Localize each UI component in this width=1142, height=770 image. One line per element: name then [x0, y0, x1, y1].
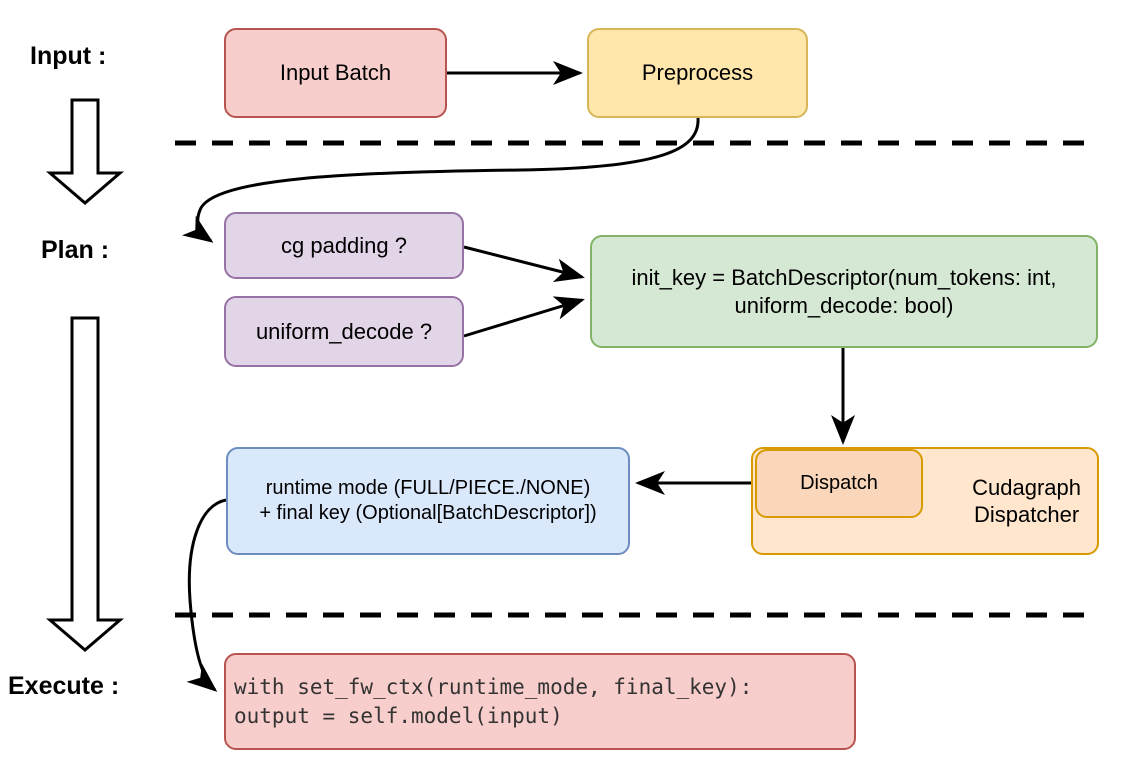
edge-runtime-mode-to-execute-code — [186, 498, 227, 692]
edge-uniform-decode-to-init-key — [463, 296, 585, 338]
node-execute-code-label: with set_fw_ctx(runtime_mode, final_key)… — [234, 675, 753, 728]
node-uniform-decode-label: uniform_decode ? — [255, 318, 433, 344]
edge-preprocess-to-cg-padding — [182, 117, 700, 243]
edge-cg-padding-to-init-key — [463, 245, 585, 282]
node-init-key[interactable]: init_key = BatchDescriptor(num_tokens: i… — [590, 235, 1098, 348]
node-uniform-decode[interactable]: uniform_decode ? — [224, 296, 464, 367]
node-init-key-label: init_key = BatchDescriptor(num_tokens: i… — [631, 265, 1057, 318]
node-input-batch-label: Input Batch — [279, 60, 392, 86]
node-runtime-mode-label: runtime mode (FULL/PIECE./NONE) + final … — [259, 477, 597, 524]
node-dispatch[interactable]: Dispatch — [755, 449, 923, 518]
node-execute-code[interactable]: with set_fw_ctx(runtime_mode, final_key)… — [224, 653, 856, 750]
node-cg-padding-label: cg padding ? — [281, 232, 407, 258]
input-to-plan-arrow — [45, 98, 125, 205]
node-input-batch[interactable]: Input Batch — [224, 28, 447, 118]
node-dispatch-label: Dispatch — [800, 472, 878, 494]
node-cudagraph-dispatcher-label: Cudagraph Dispatcher — [972, 474, 1081, 528]
node-runtime-mode[interactable]: runtime mode (FULL/PIECE./NONE) + final … — [226, 447, 630, 555]
node-preprocess-label: Preprocess — [641, 60, 754, 86]
stage-label-plan: Plan : — [41, 236, 110, 264]
stage-label-execute: Execute : — [8, 672, 120, 700]
node-preprocess[interactable]: Preprocess — [587, 28, 808, 118]
stage-label-input: Input : — [30, 42, 107, 70]
plan-to-execute-arrow — [45, 316, 125, 652]
node-cg-padding[interactable]: cg padding ? — [224, 212, 464, 279]
